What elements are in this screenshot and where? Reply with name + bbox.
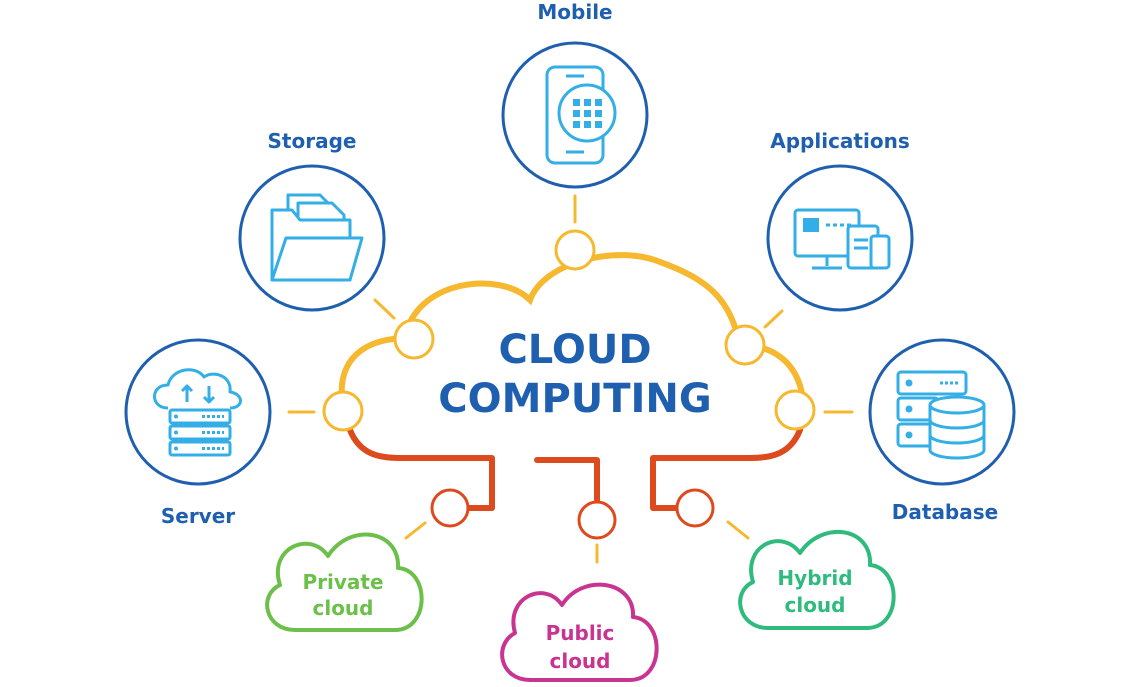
folder-icon <box>270 193 364 282</box>
label-storage: Storage <box>268 129 357 153</box>
junction-upper-left <box>393 318 435 360</box>
branch-left <box>347 427 495 511</box>
database-icon <box>896 370 986 460</box>
public-cloud-line1: Public <box>546 621 615 645</box>
branch-lines <box>347 427 803 511</box>
public-cloud-line2: cloud <box>549 649 610 673</box>
red-junctions <box>430 488 715 540</box>
hybrid-cloud-shape <box>738 529 896 630</box>
branch-center <box>534 457 600 503</box>
label-mobile: Mobile <box>537 0 612 24</box>
node-mobile <box>501 41 649 189</box>
server-icon <box>153 368 242 457</box>
devices-icon <box>793 208 891 270</box>
private-cloud-shape <box>265 532 424 632</box>
node-database <box>868 338 1016 486</box>
junction-private <box>430 488 470 528</box>
node-applications <box>766 164 914 312</box>
junction-left <box>322 390 364 432</box>
label-server: Server <box>161 504 235 528</box>
label-applications: Applications <box>770 129 909 153</box>
node-server <box>124 338 272 486</box>
mobile-icon <box>545 65 617 165</box>
junction-hybrid <box>675 488 715 528</box>
hybrid-cloud-line1: Hybrid <box>777 566 852 590</box>
public-cloud-shape <box>500 582 659 682</box>
center-title-line2: COMPUTING <box>438 376 711 422</box>
junction-public <box>577 500 617 540</box>
junction-right <box>774 389 816 431</box>
center-title-line1: CLOUD <box>498 327 651 373</box>
junction-top <box>554 229 596 271</box>
label-database: Database <box>892 500 998 524</box>
private-cloud-line1: Private <box>302 570 383 594</box>
junction-upper-right <box>724 324 766 366</box>
connector-ticks <box>287 194 854 564</box>
private-cloud-line2: cloud <box>312 596 373 620</box>
branch-right <box>650 427 803 511</box>
hybrid-cloud-line2: cloud <box>784 593 845 617</box>
node-storage <box>238 164 386 312</box>
yellow-junctions <box>322 229 816 432</box>
